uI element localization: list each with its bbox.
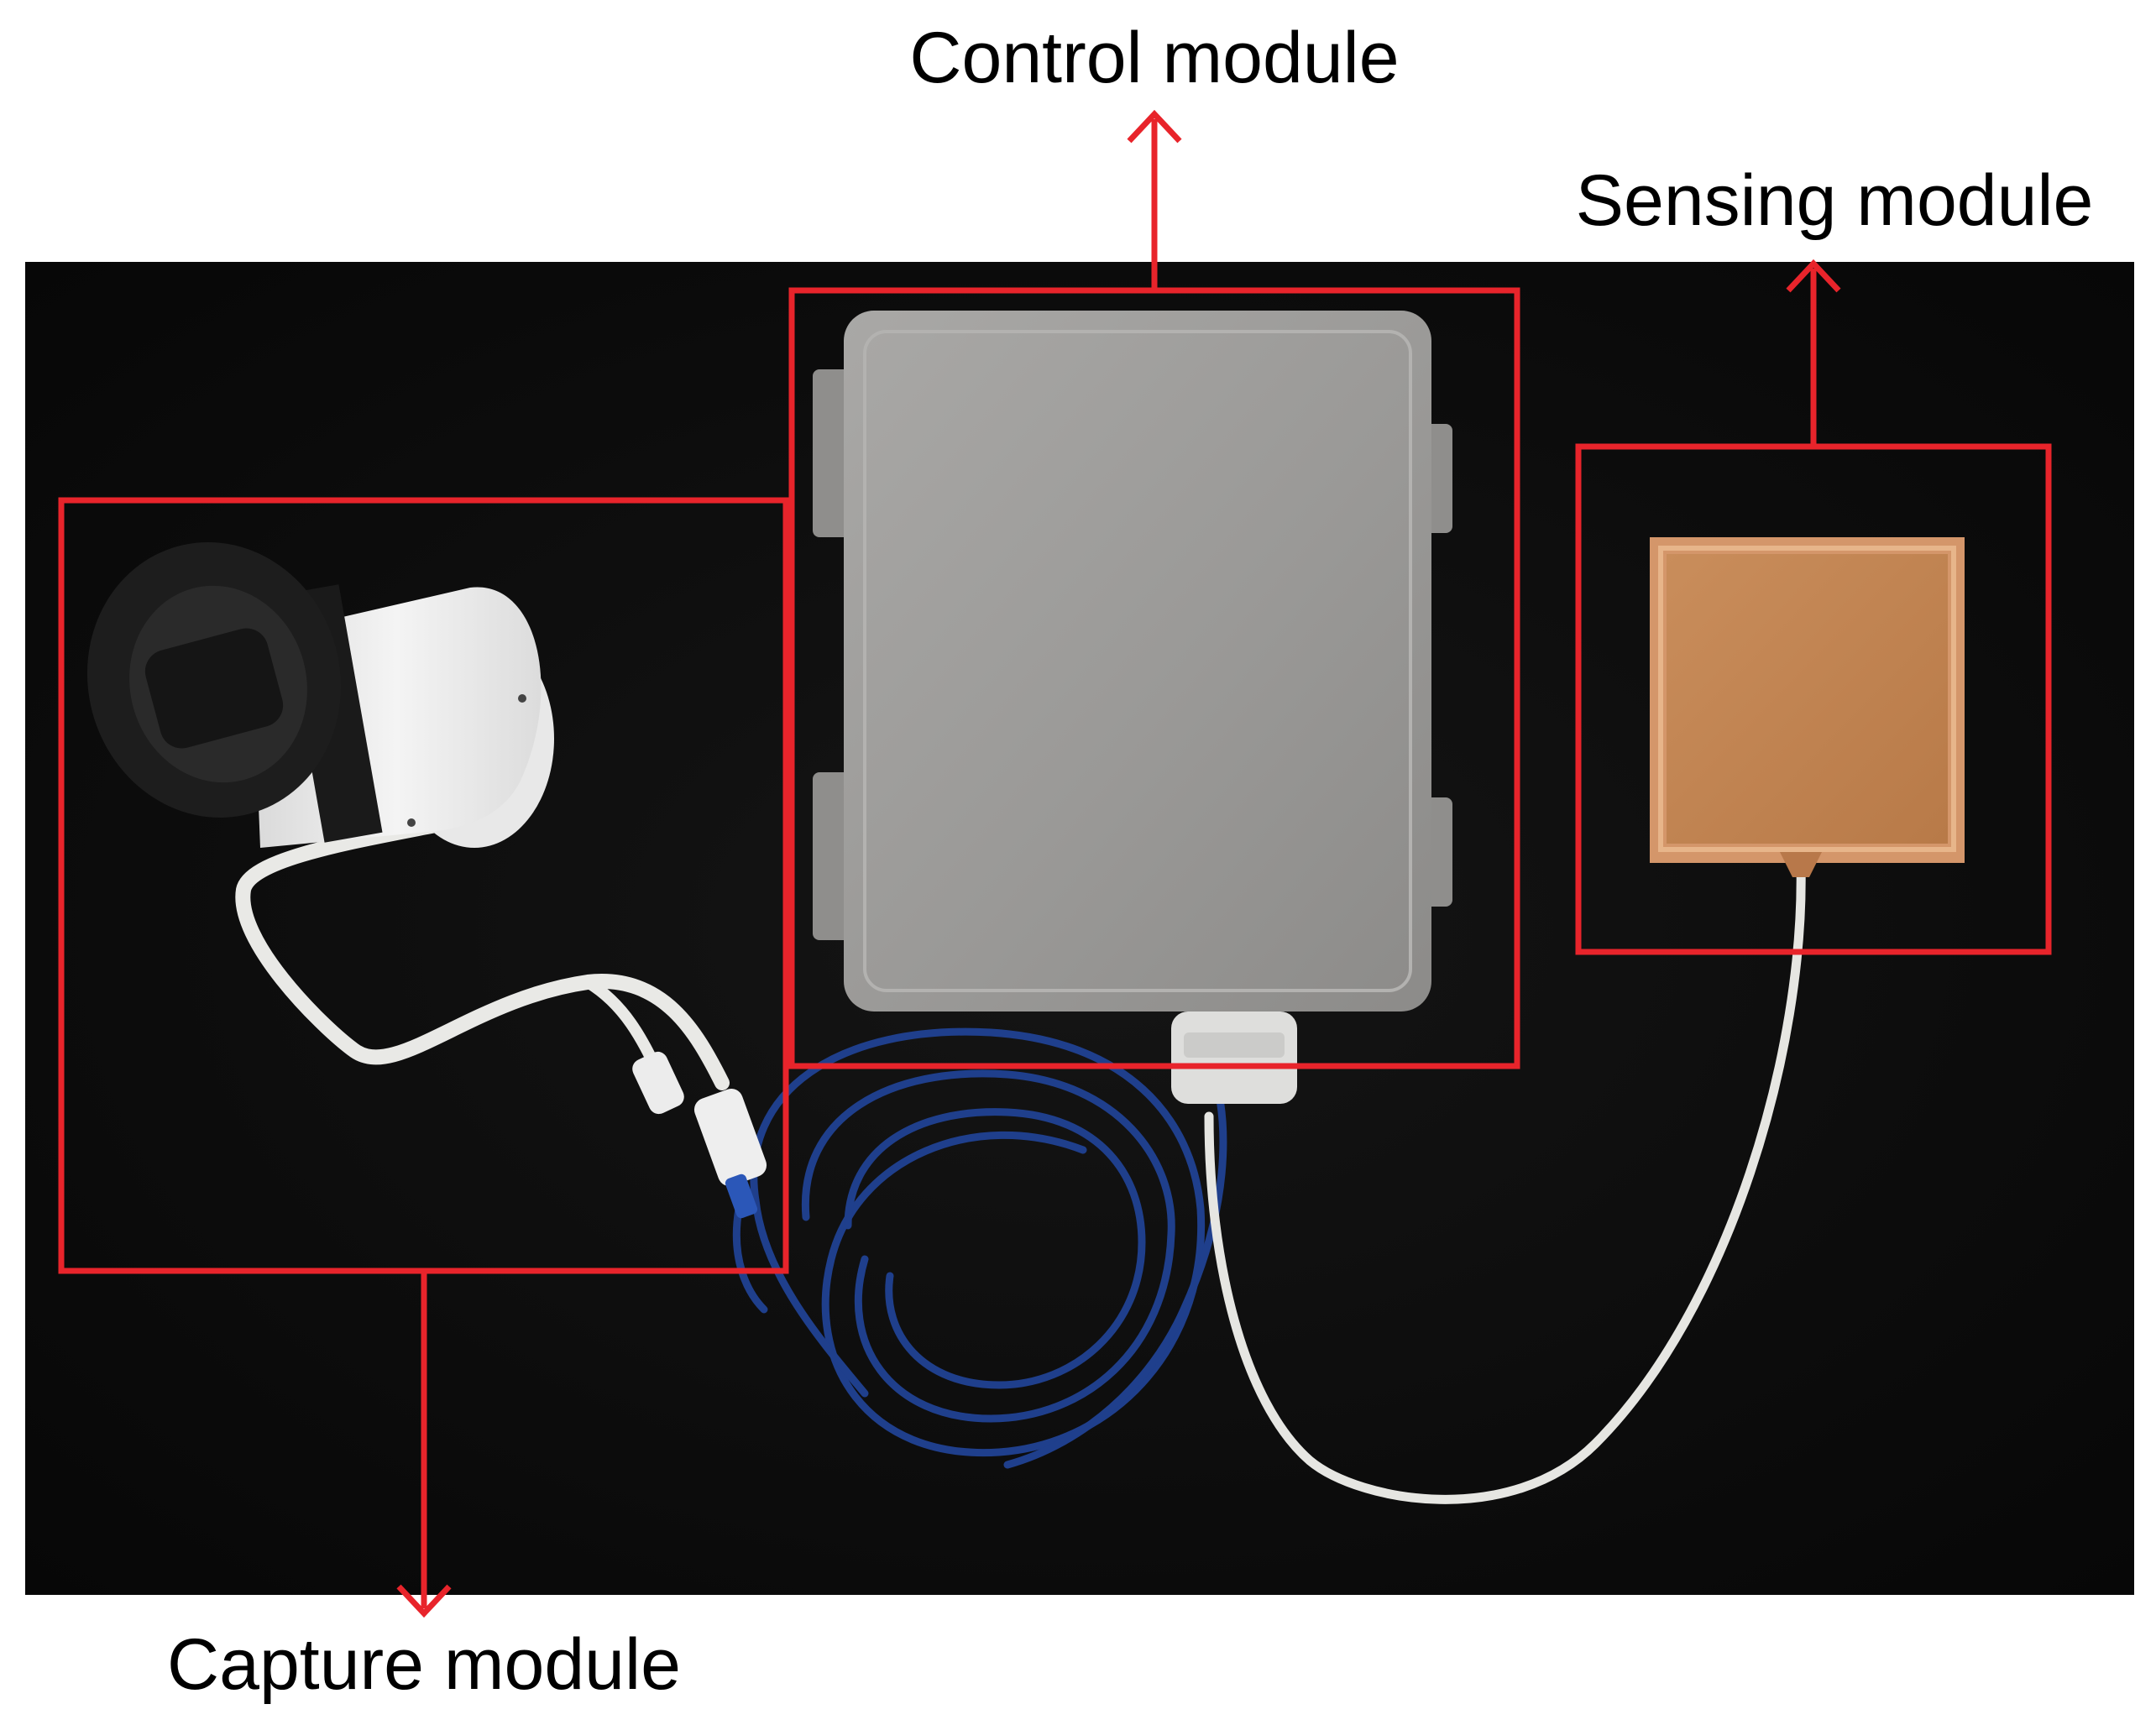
security-camera [86,541,554,848]
enclosure-lid-inner [863,330,1412,992]
sensing-module-label: Sensing module [1576,160,2094,241]
sensor-pad-inner [1667,554,1948,844]
camera-cable [235,798,730,1090]
capture-arrowhead [396,1584,452,1618]
control-arrowhead [1127,109,1182,144]
camera-connector-blue [725,1174,758,1219]
camera-connector-1 [632,1051,684,1115]
enclosure-lid [844,311,1431,1011]
sensor-cable [1204,860,1806,1504]
cable-gland-nut [1184,1032,1285,1058]
camera-connector-2 [693,1089,767,1186]
sensor-pad-tab [1780,852,1822,877]
camera-screw-2 [407,818,416,827]
annotations [58,109,2052,1618]
sensor-pad [1650,537,1965,877]
control-module-label: Control module [909,18,1399,98]
capture-module-label: Capture module [167,1624,681,1705]
sensor-pad-edge [1658,546,1956,852]
sensing-arrowhead [1786,259,1841,293]
photo [25,262,2134,1595]
blue-cable [732,1027,1227,1469]
control-enclosure [813,311,1452,1104]
camera-screw-1 [518,694,526,703]
camera-lens-window [144,628,284,749]
